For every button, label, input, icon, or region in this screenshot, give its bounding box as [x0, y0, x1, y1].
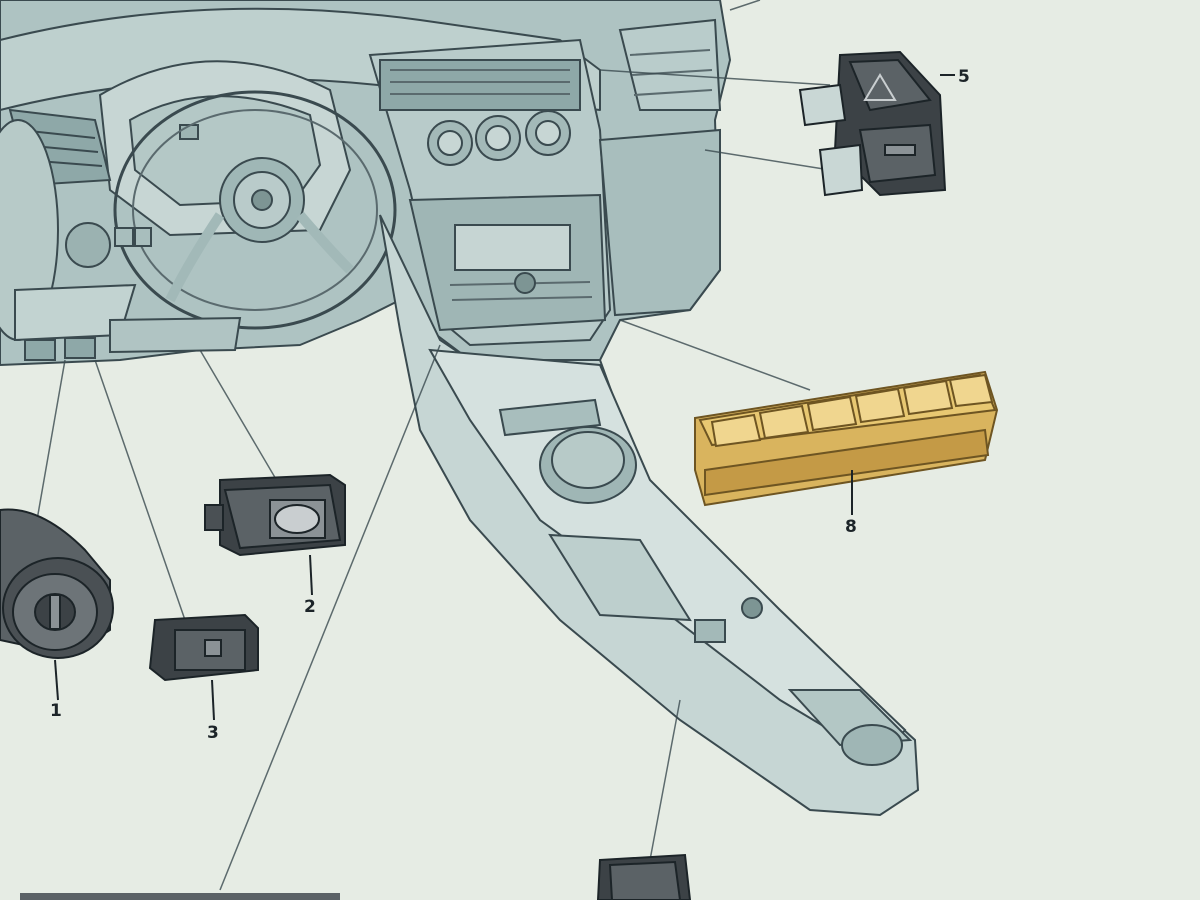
- part-bottom-partial: [596, 853, 692, 900]
- part-light-switch-knob: [0, 508, 114, 701]
- callout-5: 5: [958, 67, 970, 87]
- part-center-switch-bank: [694, 370, 999, 515]
- part-hazard-switch: [798, 50, 955, 197]
- callout-2: 2: [304, 597, 316, 617]
- callout-labels: 1 2 3 5 8: [50, 67, 970, 743]
- right-dash-vent: [598, 18, 722, 317]
- callout-8: 8: [845, 517, 857, 537]
- bottom-left-strip: [20, 893, 340, 900]
- leader-lines: [29, 0, 831, 891]
- callout-1: 1: [50, 701, 62, 721]
- part-dimmer-switch: [204, 473, 346, 596]
- callout-3: 3: [207, 723, 219, 743]
- part-single-switch: [148, 613, 259, 721]
- left-vent: [0, 108, 152, 341]
- center-console: [379, 214, 920, 817]
- steering-wheel: [113, 90, 397, 330]
- lower-left-panel: [14, 283, 242, 361]
- center-stack: [368, 38, 612, 347]
